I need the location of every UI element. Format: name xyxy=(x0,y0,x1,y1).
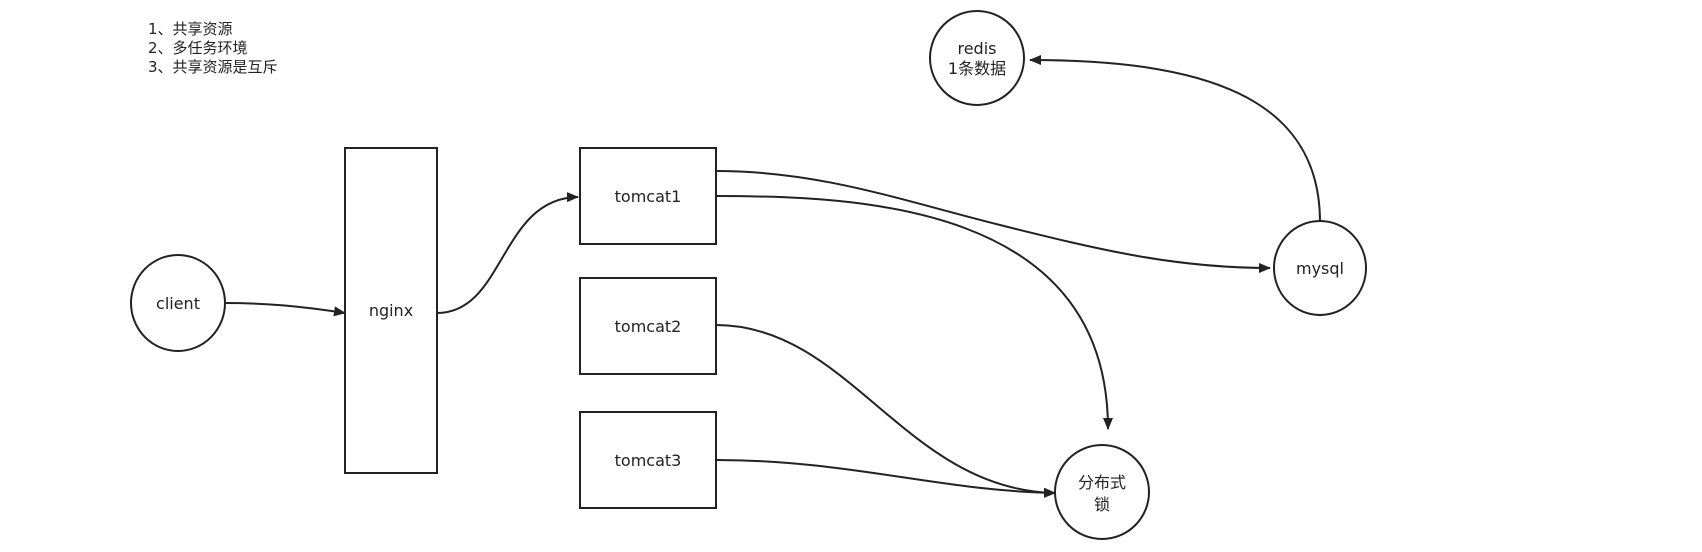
node-mysql: mysql xyxy=(1273,220,1367,316)
edge-tomcat1-lock xyxy=(715,195,1113,430)
edge-nginx-tomcat1 xyxy=(436,192,579,314)
edge-tomcat1-mysql xyxy=(715,170,1271,273)
node-lock-label-line2: 锁 xyxy=(1094,495,1110,514)
edge-tomcat2-lock xyxy=(715,324,1056,498)
node-redis-label-line2: 1条数据 xyxy=(948,59,1006,78)
edge-mysql-redis xyxy=(1029,55,1321,223)
node-tomcat3: tomcat3 xyxy=(579,411,717,509)
notes-list: 1、共享资源 2、多任务环境 3、共享资源是互斥 xyxy=(148,20,278,77)
node-nginx: nginx xyxy=(344,147,438,474)
node-distributed-lock: 分布式 锁 xyxy=(1054,444,1150,540)
node-tomcat2-label: tomcat2 xyxy=(615,317,682,336)
node-client-label: client xyxy=(156,294,200,313)
note-item: 3、共享资源是互斥 xyxy=(148,58,278,76)
node-nginx-label: nginx xyxy=(369,301,413,320)
note-item: 1、共享资源 xyxy=(148,20,233,38)
node-redis: redis 1条数据 xyxy=(929,10,1025,106)
note-item: 2、多任务环境 xyxy=(148,39,248,57)
node-tomcat1-label: tomcat1 xyxy=(615,187,682,206)
edge-client-nginx xyxy=(224,302,346,317)
node-tomcat1: tomcat1 xyxy=(579,147,717,245)
node-client: client xyxy=(130,254,226,352)
node-redis-label-line1: redis xyxy=(957,39,996,58)
node-tomcat2: tomcat2 xyxy=(579,277,717,375)
node-tomcat3-label: tomcat3 xyxy=(615,451,682,470)
node-mysql-label: mysql xyxy=(1296,259,1344,278)
node-lock-label-line1: 分布式 xyxy=(1078,473,1126,492)
edge-tomcat3-lock xyxy=(715,459,1056,498)
